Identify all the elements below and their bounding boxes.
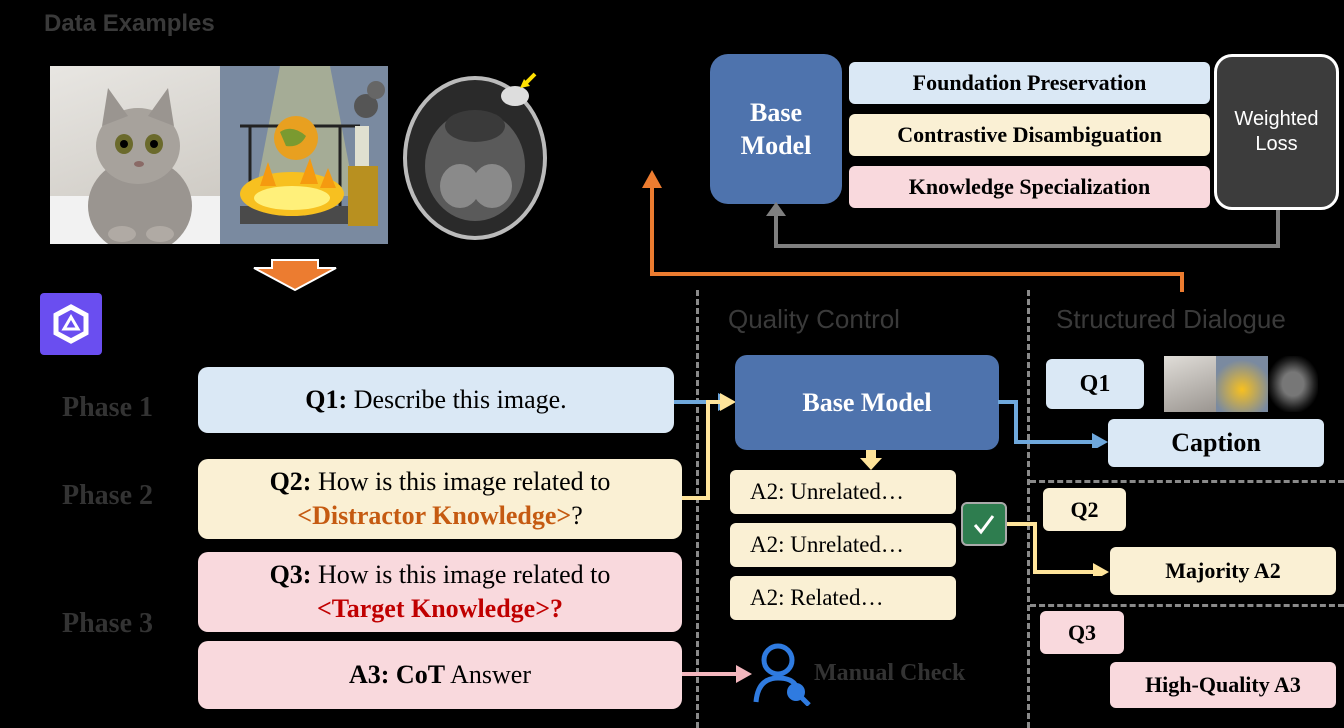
thumb-cat bbox=[1164, 356, 1216, 412]
dialogue-high-quality-a3: High-Quality A3 bbox=[1110, 662, 1336, 708]
q3-prompt-box: Q3: How is this image related to <Target… bbox=[198, 552, 682, 632]
training-base-model: Base Model bbox=[710, 54, 842, 204]
a2-answer-1: A2: Unrelated… bbox=[730, 470, 956, 514]
q3-target-tag: <Target Knowledge>? bbox=[316, 594, 564, 623]
a3-text: Answer bbox=[450, 660, 531, 689]
brain-mri-image bbox=[390, 66, 560, 244]
down-arrow-icon bbox=[253, 259, 337, 292]
globe-cartoon-image bbox=[220, 66, 388, 244]
dialogue-caption: Caption bbox=[1108, 419, 1324, 467]
q2-end: ? bbox=[571, 501, 583, 530]
q1-text: Describe this image. bbox=[353, 385, 567, 414]
data-examples-title: Data Examples bbox=[44, 10, 215, 37]
loss-foundation-preservation: Foundation Preservation bbox=[849, 62, 1210, 104]
q1-prompt-box: Q1: Describe this image. bbox=[198, 367, 674, 433]
loss-knowledge-specialization: Knowledge Specialization bbox=[849, 166, 1210, 208]
qwen-logo-icon bbox=[40, 293, 102, 355]
q2-prompt-box: Q2: How is this image related to <Distra… bbox=[198, 459, 682, 539]
a3-to-check-arrow bbox=[682, 665, 752, 683]
dialogue-majority-a2: Majority A2 bbox=[1110, 547, 1336, 595]
weighted-loss: Weighted Loss bbox=[1214, 54, 1339, 210]
dialogue-q2: Q2 bbox=[1043, 488, 1126, 531]
a2-answer-3: A2: Related… bbox=[730, 576, 956, 620]
manual-check-label: Manual Check bbox=[814, 660, 966, 686]
a2-answer-2: A2: Unrelated… bbox=[730, 523, 956, 567]
check-to-majority-arrow bbox=[1007, 522, 1109, 576]
q3-text: How is this image related to bbox=[317, 560, 611, 589]
check-icon bbox=[961, 502, 1007, 546]
a3-label: A3: bbox=[348, 660, 390, 689]
thumb-globe bbox=[1216, 356, 1268, 412]
phase-1-label: Phase 1 bbox=[62, 392, 153, 423]
q2-text: How is this image related to bbox=[317, 467, 611, 496]
a3-cot: CoT bbox=[395, 660, 446, 689]
model-to-caption-arrow bbox=[998, 400, 1108, 448]
manual-check-icon bbox=[753, 643, 811, 706]
q3-label: Q3: bbox=[269, 560, 312, 589]
cat-image bbox=[50, 66, 220, 244]
feedback-arrow bbox=[766, 202, 1280, 248]
q2-to-model-arrow bbox=[682, 393, 736, 500]
a3-answer-box: A3: CoT Answer bbox=[198, 641, 682, 709]
q2-label: Q2: bbox=[269, 467, 312, 496]
divider-row-1 bbox=[1030, 480, 1344, 483]
dialogue-q3: Q3 bbox=[1040, 611, 1124, 654]
model-down-arrow bbox=[860, 450, 882, 470]
thumb-mri bbox=[1268, 356, 1318, 412]
phase-2-label: Phase 2 bbox=[62, 480, 153, 511]
dialogue-q1: Q1 bbox=[1046, 359, 1144, 409]
quality-control-title: Quality Control bbox=[728, 304, 900, 334]
phase-3-label: Phase 3 bbox=[62, 608, 153, 639]
q2-distractor-tag: <Distractor Knowledge> bbox=[297, 501, 572, 530]
loss-contrastive-disambiguation: Contrastive Disambiguation bbox=[849, 114, 1210, 156]
divider-row-2 bbox=[1030, 604, 1344, 607]
q1-label: Q1: bbox=[305, 385, 348, 414]
divider-quality bbox=[696, 290, 699, 728]
qc-base-model: Base Model bbox=[735, 355, 999, 450]
training-loop-arrow bbox=[642, 170, 1184, 292]
dialogue-thumbnails bbox=[1164, 356, 1318, 412]
structured-dialogue-title: Structured Dialogue bbox=[1056, 304, 1286, 334]
divider-dialogue bbox=[1027, 290, 1030, 728]
